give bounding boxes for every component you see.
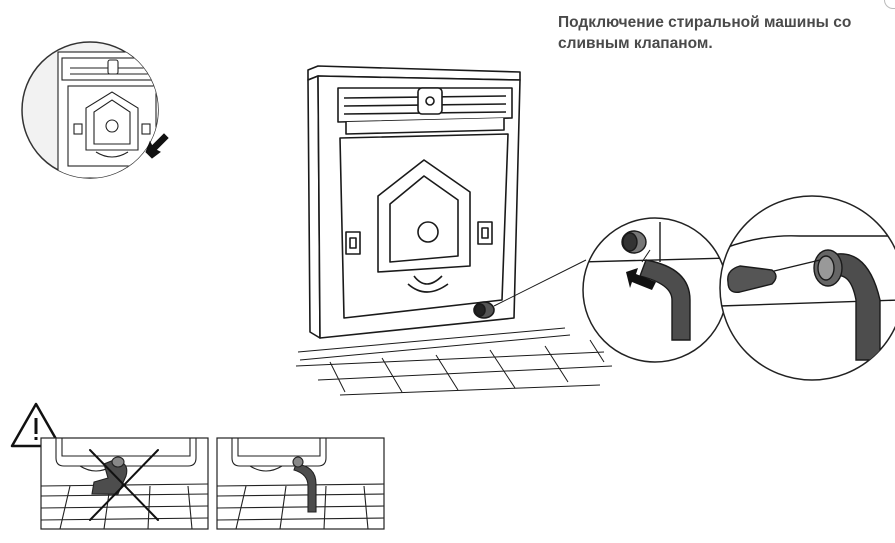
warning-triangle-icon <box>10 402 62 448</box>
inset-rear-outlet <box>21 41 169 179</box>
screwdriver-icon <box>727 265 777 293</box>
washing-machine-rear-view <box>295 65 613 396</box>
correct-connection <box>216 437 385 530</box>
caption-line-1: Подключение стиральной машины со <box>558 14 852 31</box>
corner-mark <box>884 0 895 9</box>
caption-line-2: сливным клапаном. <box>558 35 713 52</box>
figure-caption: Подключение стиральной машины со сливным… <box>558 12 888 54</box>
zoom-arrow-icon <box>626 268 656 290</box>
zoom-hose-clamp-screwdriver <box>719 195 895 381</box>
zoom-outlet-with-hose <box>582 217 728 363</box>
inset-arrow-icon <box>145 133 169 159</box>
incorrect-connection <box>40 437 209 530</box>
floor-tiles <box>295 327 613 396</box>
cross-mark-icon <box>89 449 159 521</box>
